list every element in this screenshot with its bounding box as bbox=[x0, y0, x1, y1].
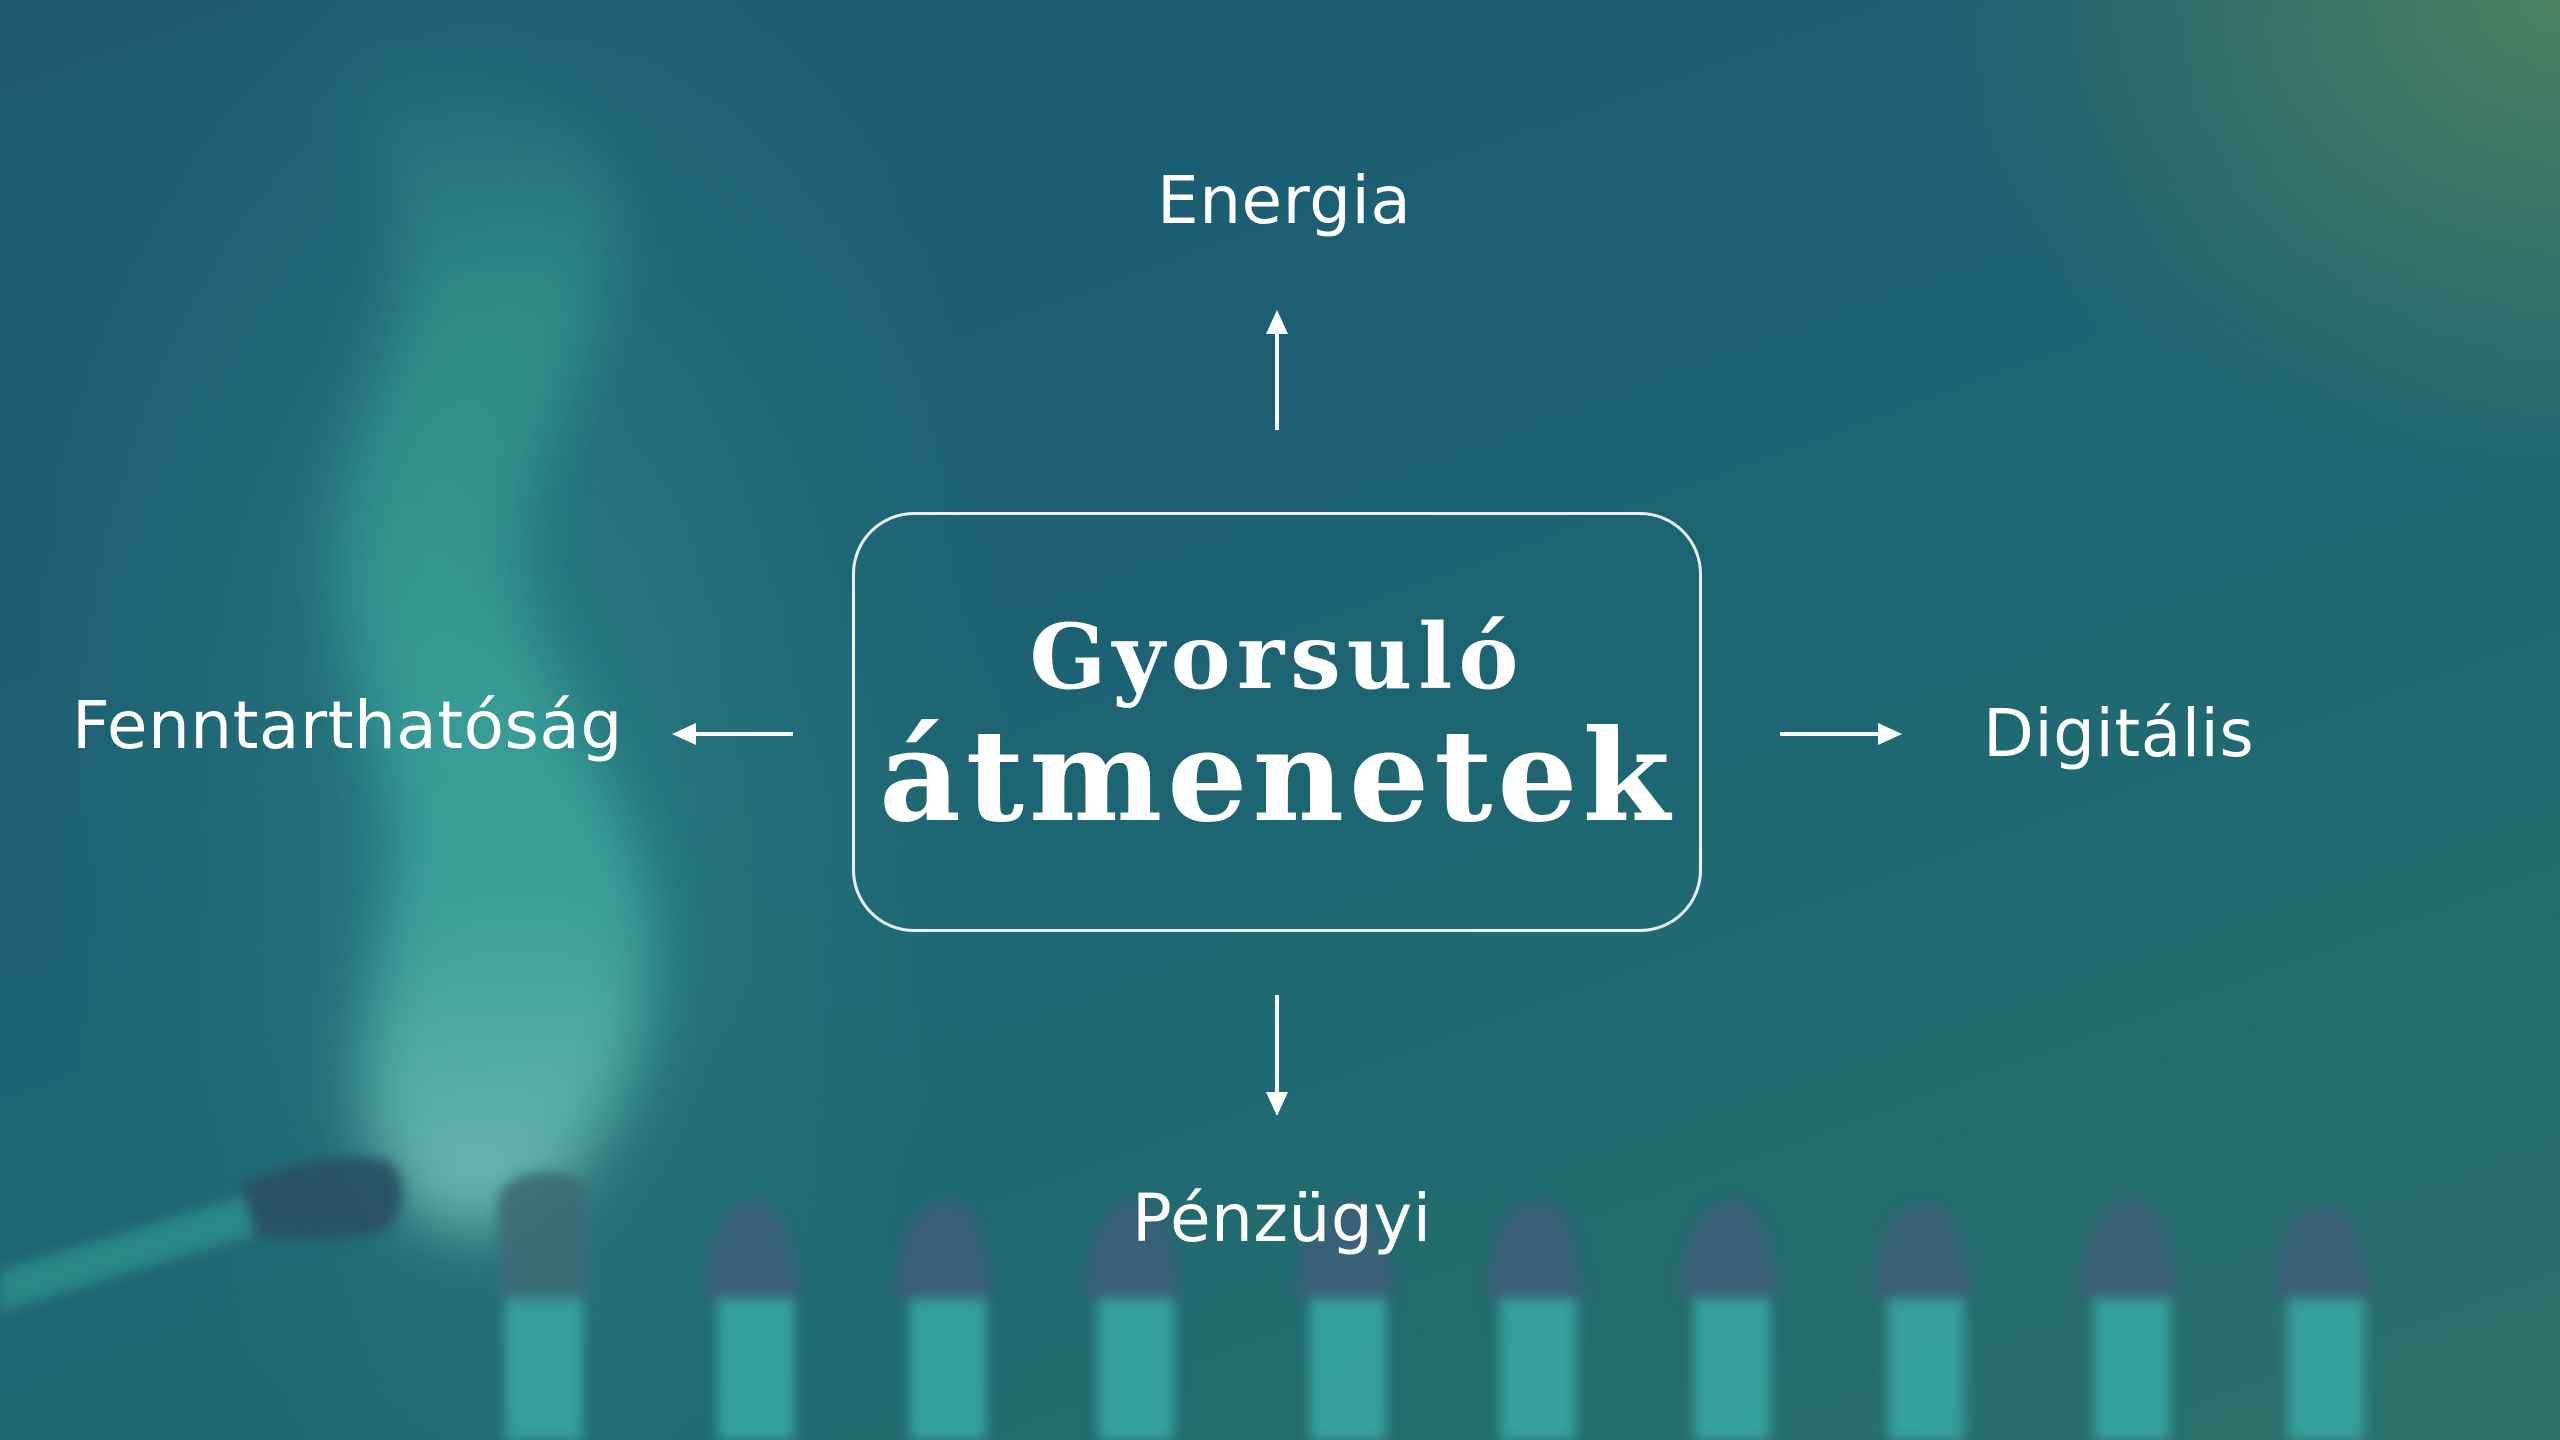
arrow-right-icon bbox=[1780, 723, 1902, 745]
matches-row bbox=[704, 1200, 2370, 1440]
lit-match-icon bbox=[0, 1156, 403, 1312]
arrow-down-icon bbox=[1266, 995, 1288, 1116]
match-icon bbox=[1874, 1204, 1970, 1440]
match-icon bbox=[2274, 1205, 2370, 1440]
match-icon bbox=[2080, 1200, 2176, 1440]
match-icon bbox=[704, 1200, 800, 1440]
match-icon bbox=[1680, 1200, 1776, 1440]
match-icon bbox=[1486, 1200, 1582, 1440]
flame-icon bbox=[339, 30, 652, 1231]
branch-label-top: Energia bbox=[1157, 162, 1412, 239]
center-title-line1: Gyorsuló bbox=[1029, 604, 1525, 711]
branch-label-bottom: Pénzügyi bbox=[1132, 1180, 1432, 1257]
burning-match-icon bbox=[498, 1171, 590, 1440]
arrow-left-icon bbox=[672, 723, 793, 745]
branch-label-right: Digitális bbox=[1983, 695, 2255, 772]
arrow-up-icon bbox=[1266, 310, 1288, 430]
center-title-line2: átmenetek bbox=[879, 702, 1675, 851]
match-icon bbox=[1084, 1200, 1180, 1440]
branch-label-left: Fenntarthatóság bbox=[72, 687, 623, 764]
center-node: Gyorsuló átmenetek bbox=[852, 512, 1702, 932]
match-icon bbox=[894, 1200, 992, 1440]
match-icon bbox=[1296, 1200, 1392, 1440]
